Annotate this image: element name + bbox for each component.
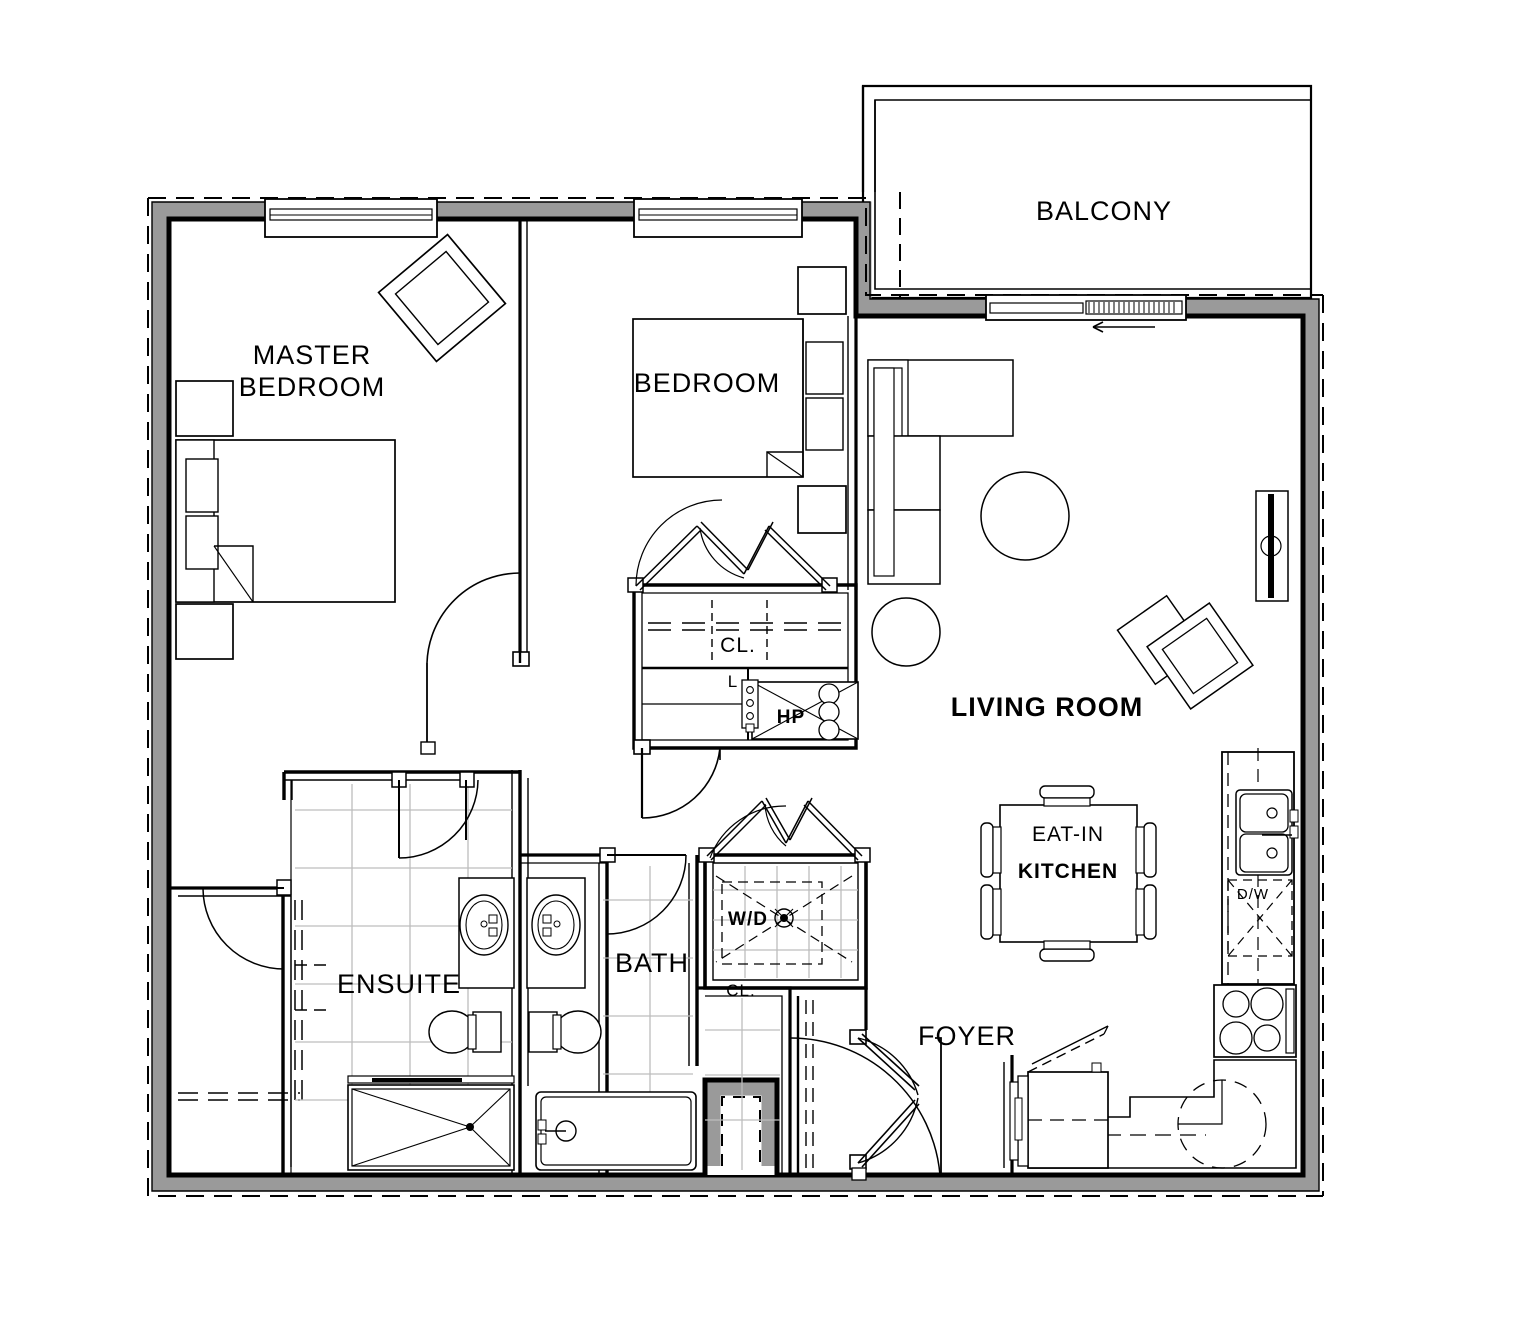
balcony-slider[interactable] [985,294,1187,333]
round-coffee-table [980,471,1070,561]
corner-lazy-susan [1177,1079,1267,1169]
label-closet-hall: CL. [726,981,755,1000]
door-swings [202,499,942,1176]
nightstand-top [175,380,234,437]
hall-closet-tile-grid [705,998,780,1170]
four-burner-cooktop [1213,984,1297,1058]
double-sink [1235,789,1299,876]
nightstand-bottom [175,603,234,660]
round-side-table [871,597,941,667]
nightstand-top [797,266,847,315]
foyer-threshold [851,1167,867,1181]
label-washer-dryer: W/D [728,909,768,930]
ensuite-vanity [458,877,515,989]
dining-table-six-chairs [980,785,1157,962]
bedroom-closet-bifold [627,499,838,593]
master-bedroom-furniture [175,233,507,660]
label-foyer: FOYER [918,1021,1016,1051]
label-bath: BATH [615,948,689,978]
sectional-sofa [867,359,1014,585]
armchair-two [1146,602,1254,710]
exterior-wall-notch [702,1077,780,1175]
bath-toilet [528,1010,602,1054]
master-bedroom-door [420,572,530,755]
label-master-bedroom-line2: BEDROOM [239,372,386,402]
label-bedroom: BEDROOM [634,368,781,398]
utility-door [459,771,475,840]
kitchen-casework [1009,748,1299,1169]
ensuite-fixtures [347,877,515,1171]
bedroom-door [633,739,721,819]
bedroom-window [633,198,803,238]
balcony-area [861,84,1313,300]
label-eat-in: EAT-IN [1032,823,1104,846]
ensuite-door [391,771,479,859]
room-labels: MASTER BEDROOM BEDROOM BALCONY LIVING RO… [239,196,1172,1051]
label-dishwasher: D/W [1237,886,1269,903]
bed [632,318,844,478]
ensuite-toilet [428,1010,502,1054]
label-ensuite: ENSUITE [337,969,461,999]
label-heat-pump: HP [777,707,805,728]
bath-door [599,847,687,935]
wd-closet-bifold [698,797,871,863]
queen-bed [175,439,396,603]
bedroom-furniture [632,266,847,534]
tv-console [1255,490,1289,602]
label-master-bedroom-line1: MASTER [253,340,372,370]
label-linen: L [728,672,738,691]
bathtub [535,1091,697,1171]
ensuite-shower [347,1075,515,1171]
heat-pump-unit [741,679,859,741]
label-closet-bedroom: CL. [720,634,756,657]
entry-door [789,1029,942,1176]
dishwasher [1227,879,1293,957]
label-balcony: BALCONY [1036,196,1172,226]
nightstand-bottom [797,485,847,534]
label-kitchen: KITCHEN [1018,860,1118,883]
label-living-room: LIVING ROOM [951,692,1144,722]
bath-fixtures [526,877,697,1171]
accent-chair [377,233,507,363]
annotation-labels: CL. CL. W/D HP L D/W [720,634,1269,1000]
slider-direction-arrow-icon [1092,321,1155,333]
master-bedroom-window [264,198,438,238]
walk-in-closet-door [202,879,292,970]
living-room-furniture [867,359,1289,710]
bath-vanity [526,877,586,989]
stacked-washer-dryer [715,875,853,965]
refrigerator [1009,1025,1109,1169]
